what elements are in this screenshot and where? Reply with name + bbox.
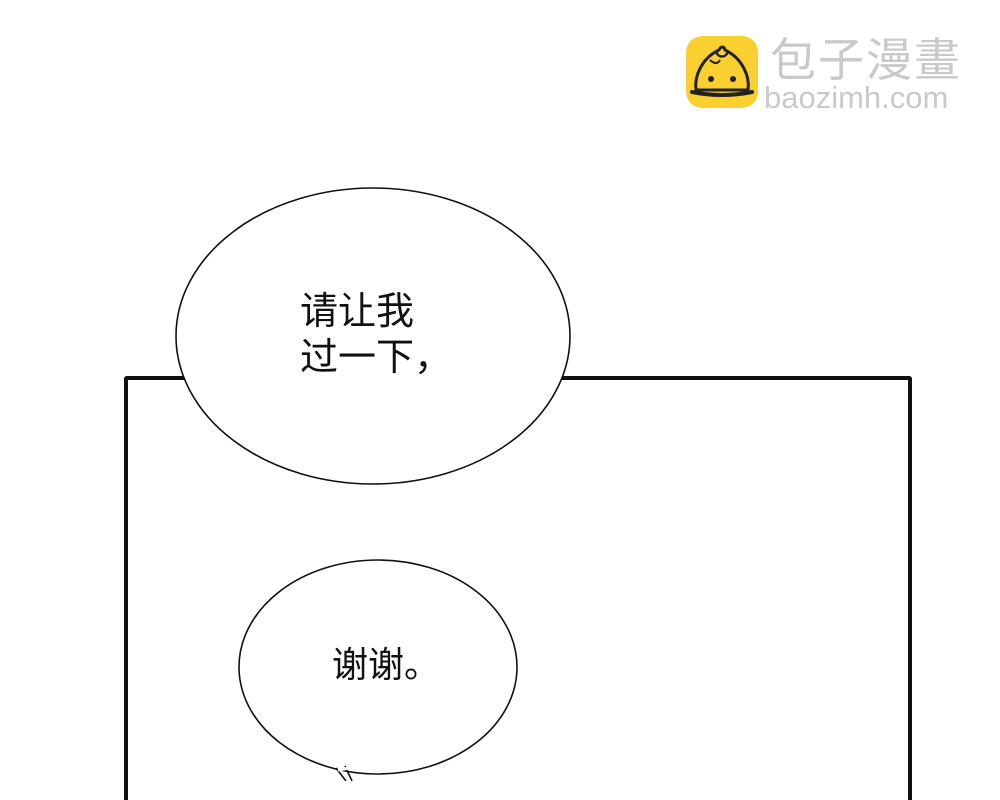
speech-bubbles-layer [175,187,571,781]
watermark-brand-name: 包子漫畫 [770,33,962,87]
speech-line: 过一下， [300,335,453,379]
speech-bubble-1-text: 请让我 过一下， [300,288,452,380]
speech-bubble-2 [238,559,518,775]
bun-mascot-icon [686,36,758,108]
speech-line: 请让我 [300,289,415,333]
speech-line: 谢谢。 [332,645,441,686]
speech-bubble-1 [175,187,571,485]
speech-bubble-2-text: 谢谢。 [332,644,440,688]
watermark-brand-url: baozimh.com [764,80,949,115]
